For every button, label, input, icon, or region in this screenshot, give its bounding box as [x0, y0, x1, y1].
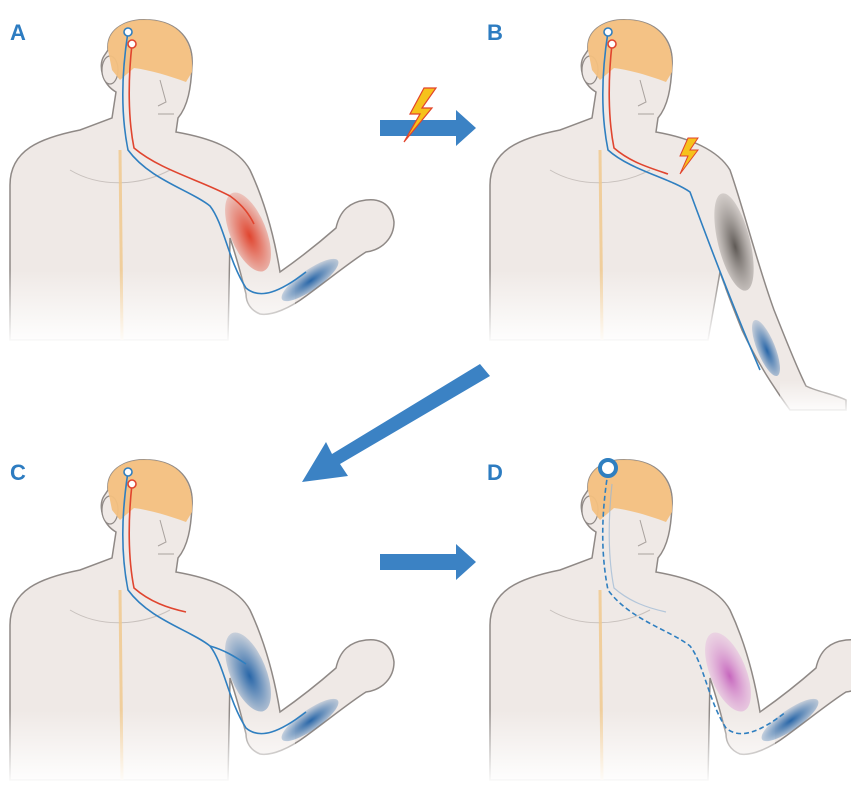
panel-label-a: A [10, 22, 26, 44]
panel-label-c: C [10, 462, 26, 484]
arrow-c-to-d [380, 544, 476, 580]
panel-d-illustration [485, 460, 851, 785]
panel-label-d: D [487, 462, 503, 484]
panel-c-illustration [5, 460, 394, 785]
motor-neuron-blue [604, 28, 612, 36]
motor-neuron-red [128, 480, 136, 488]
motor-neuron-red [128, 40, 136, 48]
arrow-a-to-b [380, 88, 476, 146]
panel-a-illustration [5, 20, 394, 345]
motor-neuron-red [608, 40, 616, 48]
cortex-activation-marker [600, 460, 616, 476]
motor-neuron-blue [124, 468, 132, 476]
panel-label-b: B [487, 22, 503, 44]
panel-b-illustration [485, 20, 851, 415]
arrow-b-to-c [302, 364, 490, 482]
motor-neuron-blue [124, 28, 132, 36]
